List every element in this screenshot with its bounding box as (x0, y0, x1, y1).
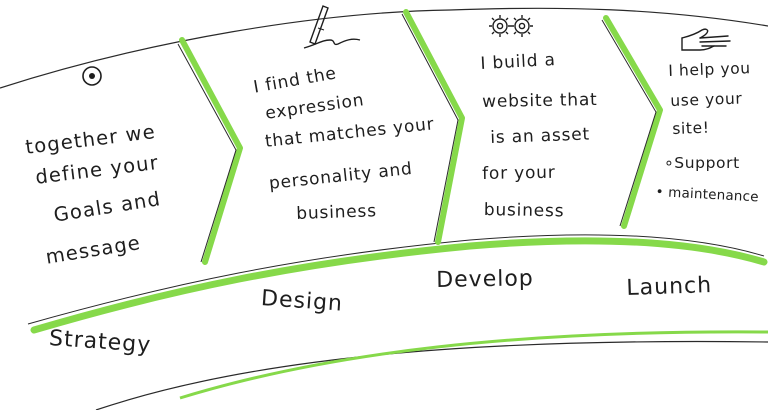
step3-line2: website that (482, 89, 598, 112)
step3-line3: is an asset (490, 124, 591, 148)
step4-line2: use your (670, 89, 743, 110)
gears-icon (489, 15, 533, 37)
pen-icon (303, 5, 361, 49)
step3-line4: for your (482, 162, 556, 184)
step4-line4: ∘Support (664, 154, 740, 172)
chevron-divider-2 (403, 9, 465, 245)
green-baseline (30, 237, 768, 334)
step2-line5: business (296, 201, 378, 224)
bottom-arc (95, 340, 768, 410)
top-arc (0, 7, 768, 89)
green-lower-line (179, 330, 768, 400)
chevron-divider-1 (179, 37, 243, 265)
baseline-shadow (27, 234, 765, 325)
target-icon (82, 66, 102, 86)
step4-line3: site! (672, 118, 710, 138)
chevron-divider-3 (603, 15, 663, 229)
step3-line1: I build a (480, 50, 557, 74)
step3-line5: business (483, 200, 565, 222)
step4-line1: I help you (668, 59, 751, 80)
hand-icon (681, 28, 731, 51)
step-label-develop: Develop (436, 266, 534, 293)
step-label-launch: Launch (626, 273, 713, 301)
